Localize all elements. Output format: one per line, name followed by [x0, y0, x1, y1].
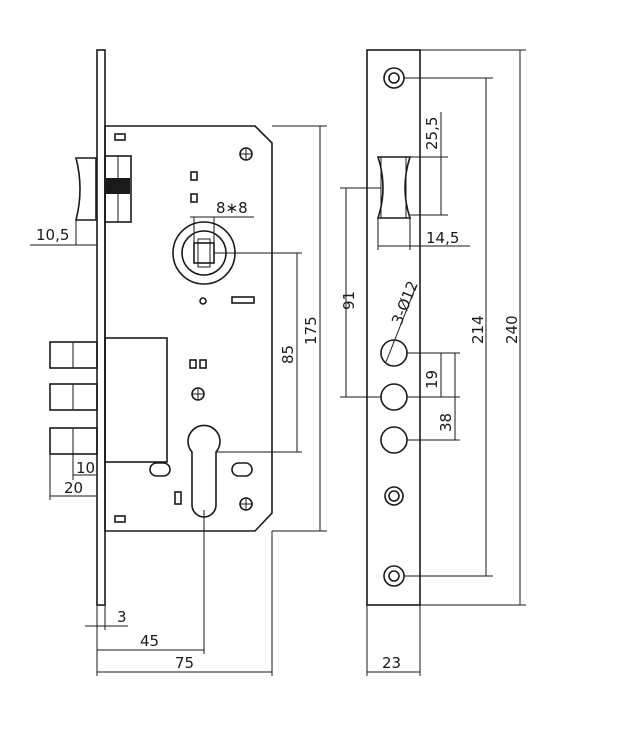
bolt-hole-3: [380, 426, 408, 454]
dimension-19: 19: [423, 370, 441, 389]
dimension-14-5: 14,5: [426, 229, 459, 247]
mounting-hole-top: [383, 67, 405, 89]
dimension-25-5: 25,5: [423, 117, 441, 150]
dimension-10: 10: [76, 459, 95, 477]
dimension-91: 91: [340, 291, 358, 310]
dimension-240: 240: [503, 315, 521, 344]
dimension-85: 85: [279, 345, 297, 364]
dimension-10-5: 10,5: [36, 226, 69, 244]
dimension-3: 3: [117, 608, 127, 626]
dead-bolt-stack: [49, 337, 168, 463]
dimension-75: 75: [175, 654, 194, 672]
screw-top: [239, 147, 253, 161]
side-view: 10,5 8∗8 175 85 10 20 3 45 75: [30, 49, 327, 676]
latch-bolt: [74, 155, 132, 223]
dimension-23: 23: [382, 654, 401, 672]
front-screw: [384, 486, 404, 506]
dimension-45: 45: [140, 632, 159, 650]
lock-body: [104, 125, 273, 532]
dimension-214: 214: [469, 315, 487, 344]
screw-bottom: [239, 497, 253, 511]
bolt-hole-1: [380, 339, 408, 367]
dimension-20: 20: [64, 479, 83, 497]
dimension-3-phi12: 3-Ø12: [388, 278, 422, 327]
latch-window: [376, 156, 412, 219]
bolt-hole-2: [380, 383, 408, 411]
front-view: 25,5 14,5 91 3-Ø12 214 240 19 38: [340, 49, 526, 676]
faceplate: [96, 49, 106, 606]
dimension-8x8: 8∗8: [216, 199, 248, 217]
front-plate: [366, 49, 421, 606]
dimension-175: 175: [302, 316, 320, 345]
cylinder-cutout: [187, 424, 221, 518]
mounting-hole-bottom: [383, 565, 405, 587]
dimension-38: 38: [437, 413, 455, 432]
screw-middle: [191, 387, 205, 401]
